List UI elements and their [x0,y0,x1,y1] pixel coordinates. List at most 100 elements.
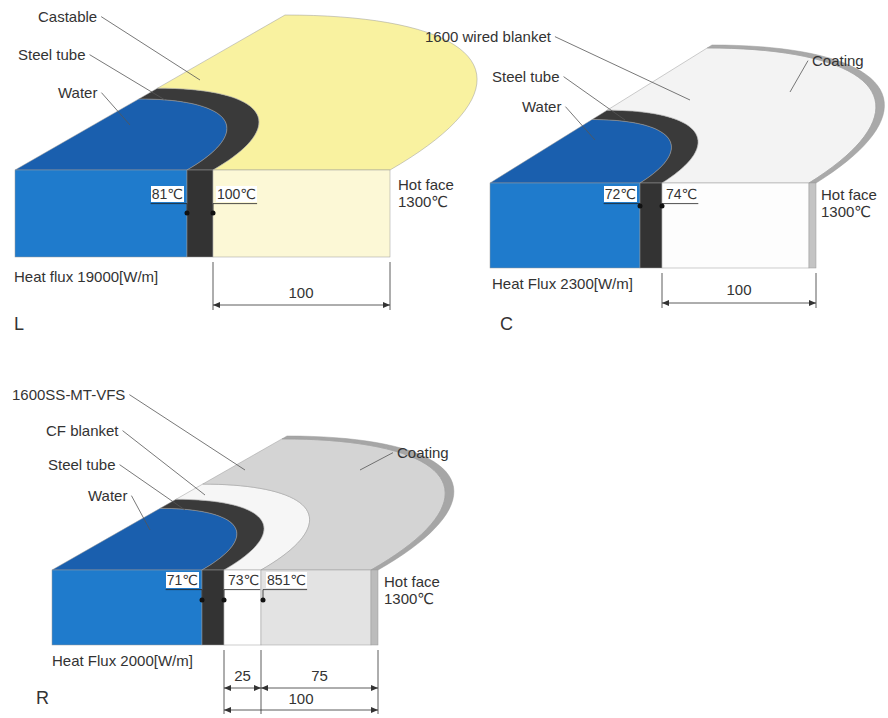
leader-line [564,77,625,120]
dimension-arrowhead [662,300,669,306]
steel-tube-front [202,570,224,645]
leader-line [123,431,205,495]
measurement-point [222,598,227,603]
dimension-line [662,303,816,304]
dimension-arrowhead [224,707,231,713]
leader-line [129,395,245,470]
leader-line [565,107,595,140]
coating-layer-top [707,45,884,183]
dimension-arrowhead [371,707,378,713]
temperature-leader [604,204,640,206]
extension-line [261,650,262,714]
dimension-lines [213,262,816,714]
leader-line [131,496,150,530]
coating-layer-front [809,183,816,268]
temperature-label: 74℃ [665,186,698,202]
extension-line [378,650,379,714]
heat-flux-label: Heat Flux 2300[W/m] [492,275,633,292]
dimension-arrowhead [371,685,378,691]
part-label: Water [58,84,97,101]
steel-tube-front [187,170,213,257]
coating-layer-top [282,436,454,570]
part-label: Coating [397,444,449,461]
part-label: 1600 wired blanket [425,28,551,45]
temperature-label: 73℃ [227,572,260,588]
part-label: Castable [38,8,97,25]
heat-flux-label: Heat Flux 2000[W/m] [52,652,193,669]
extension-line [390,262,391,310]
temperature-label: 81℃ [151,186,184,202]
water-region-top [490,120,671,183]
dimension-arrowhead [261,685,268,691]
cross-section [490,45,884,268]
hot-face-label: Hot face 1300℃ [821,186,883,221]
temperature-label: 72℃ [604,186,637,202]
panel-letter: R [36,688,49,709]
part-label: Coating [812,52,864,69]
part-label: Water [88,487,127,504]
coating-layer-front [371,570,378,645]
vfs-module-layer-front [261,570,371,645]
water-region-top [15,99,227,170]
panel-letter: C [500,314,513,335]
measurement-point [185,211,190,216]
cf-blanket-layer-front [224,570,261,645]
leader-line [555,37,690,100]
part-label: CF blanket [46,422,119,439]
temperature-leader [213,204,257,213]
panel-letter: L [14,314,24,335]
part-label: Water [522,98,561,115]
blanket-layer-top [607,48,876,183]
temperature-leader [662,204,698,206]
dimension-line [224,710,378,711]
extension-line [213,262,214,310]
dimension-line [213,305,390,306]
leader-line [101,93,130,125]
water-region-front [15,170,187,257]
cross-section [15,15,477,257]
leader-line [360,453,393,470]
dimension-arrowhead [213,302,220,308]
dimension-arrowhead [809,300,816,306]
part-label: Steel tube [18,46,86,63]
dimension-value: 75 [311,667,328,684]
dimension-arrowhead [254,685,261,691]
measurement-point [211,211,216,216]
water-region-front [490,183,640,268]
dimension-arrowhead [383,302,390,308]
water-region-top [52,508,237,570]
leader-lines [90,17,808,603]
leader-line [90,55,165,100]
part-label: 1600SS-MT-VFS [12,386,125,403]
dimension-line [261,688,378,689]
hot-face-label: Hot face 1300℃ [398,176,468,211]
dimension-arrowhead [224,685,231,691]
castable-layer-front [213,170,390,257]
temperature-leader [263,590,307,600]
temperature-label: 71℃ [166,572,199,588]
measurement-point [638,204,643,209]
measurement-point [660,204,665,209]
water-region-front [52,570,202,645]
steel-tube-front [640,183,662,268]
leader-line [790,61,808,92]
dimension-value: 100 [288,284,313,301]
hot-face-label: Hot face 1300℃ [384,573,454,608]
extension-line [224,650,225,714]
temperature-label: 851℃ [266,572,307,588]
dimension-value: 100 [288,690,313,707]
temperature-leader [151,204,187,213]
temperature-label: 100℃ [216,186,257,202]
part-label: Steel tube [492,68,560,85]
dimension-value: 100 [726,281,751,298]
temperature-leader [224,590,260,600]
leader-line [120,465,185,510]
blanket-layer-front [662,183,809,268]
heat-flux-label: Heat flux 19000[W/m] [14,268,158,285]
dimension-value: 25 [234,667,251,684]
temperature-leader [166,590,202,600]
measurement-point [200,598,205,603]
measurement-point [261,598,266,603]
